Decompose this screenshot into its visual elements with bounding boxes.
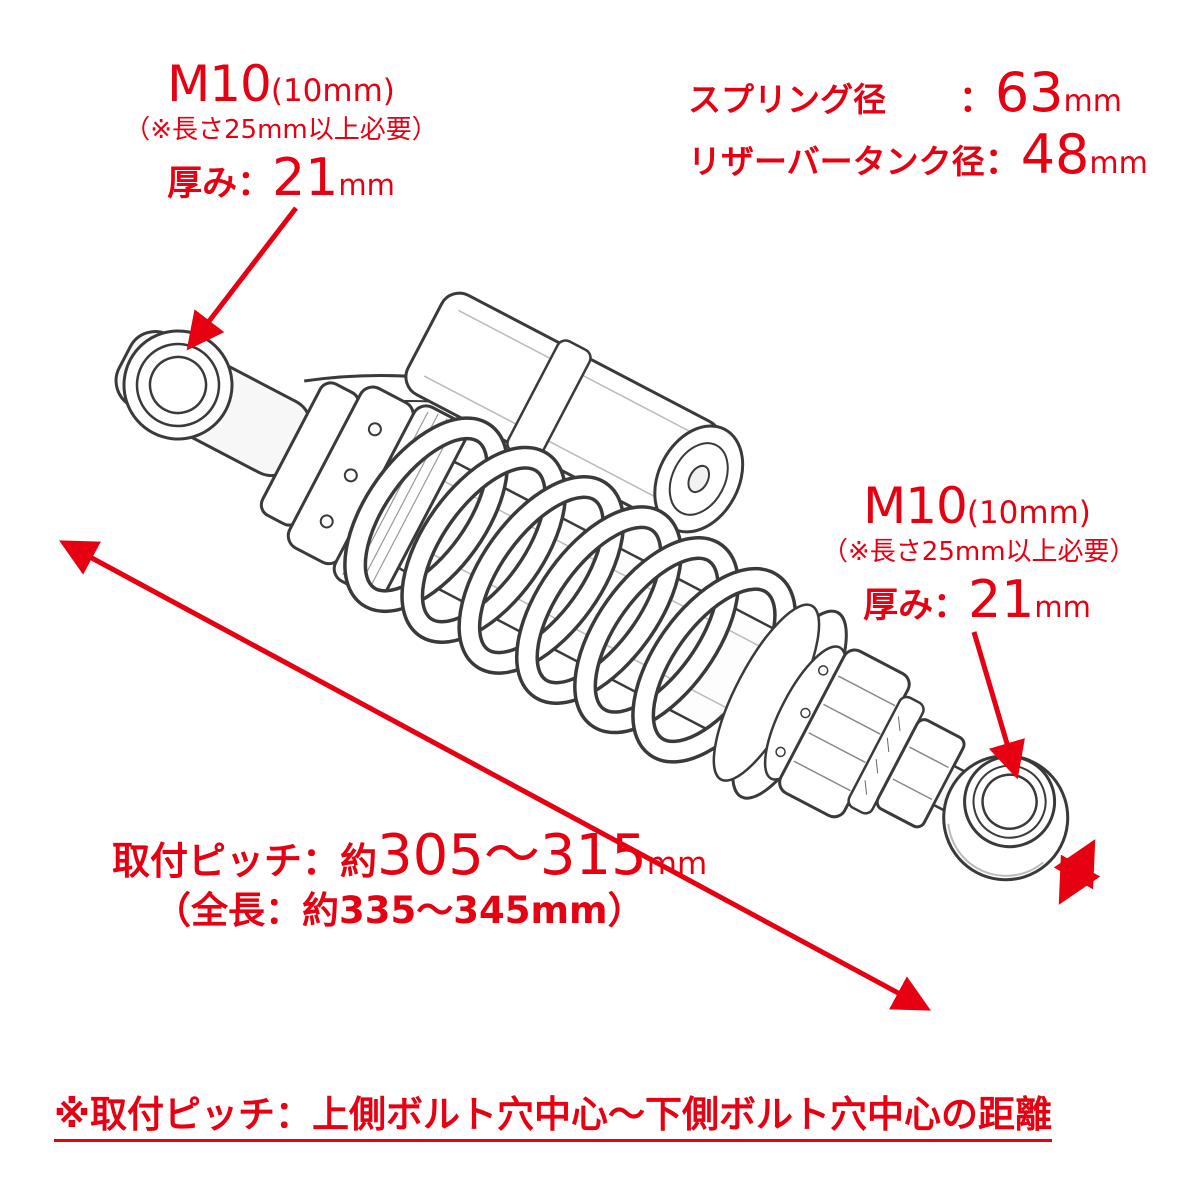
lower-bolt-pointer-arrow-icon bbox=[971, 631, 1025, 780]
lower-eyelet bbox=[942, 754, 1070, 882]
pitch-footnote: ※取付ピッチ：上側ボルト穴中心〜下側ボルト穴中心の距離 bbox=[54, 1093, 1052, 1142]
spec-list: スプリング径 ： 63 mm リザーバータンク径 ： 48 mm bbox=[688, 61, 1148, 187]
lower-bolt-length-note: （※長さ25mm以上必要） bbox=[822, 536, 1136, 567]
upper-bolt-size: M10(10mm) bbox=[167, 55, 395, 113]
pitch-annotation: 取付ピッチ：約305〜315mm （全長：約335〜345mm） bbox=[112, 823, 708, 933]
pitch-value-line: 取付ピッチ：約305〜315mm bbox=[112, 823, 708, 888]
spec-row-reservoir-diameter: リザーバータンク径 ： 48 mm bbox=[688, 123, 1148, 187]
overall-length-line: （全長：約335〜345mm） bbox=[154, 889, 645, 933]
upper-bolt-thickness: 厚み：21mm bbox=[167, 148, 395, 209]
eyelet-thickness-arrow-icon bbox=[1053, 839, 1101, 905]
lower-bolt-thickness: 厚み：21mm bbox=[863, 570, 1091, 631]
lower-bolt-annotation: M10(10mm) （※長さ25mm以上必要） 厚み：21mm bbox=[822, 477, 1136, 631]
upper-bolt-annotation: M10(10mm) （※長さ25mm以上必要） 厚み：21mm bbox=[96, 55, 466, 209]
pitch-dimension-arrow-icon bbox=[59, 540, 931, 1011]
upper-bolt-pointer-arrow-icon bbox=[186, 206, 298, 351]
lower-bolt-size: M10(10mm) bbox=[863, 477, 1091, 535]
reservoir-tank bbox=[404, 291, 745, 534]
upper-bolt-length-note: （※長さ25mm以上必要） bbox=[124, 114, 438, 145]
spec-row-spring-diameter: スプリング径 ： 63 mm bbox=[688, 61, 1122, 124]
